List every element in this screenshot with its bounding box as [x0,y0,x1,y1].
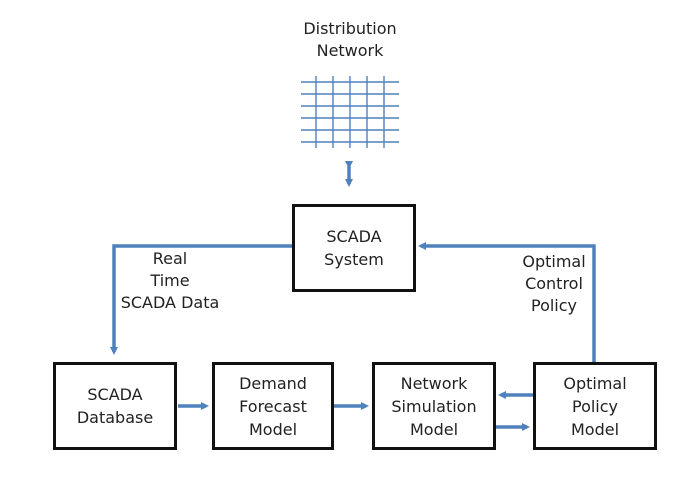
control-policy-line-2: Control [525,274,583,293]
scada-database-line-2: Database [76,408,154,427]
network-simulation-line-3: Model [409,419,459,439]
arrow-system-to-database [110,244,295,355]
optimal-policy-line-1: Optimal [563,373,627,393]
connector-arrows [110,161,596,431]
distribution-network-label: Distribution Network [280,18,420,62]
distribution-network-grid-icon [301,76,399,148]
optimal-policy-line-2: Policy [571,396,619,416]
distribution-network-line-1: Distribution [303,19,397,38]
real-time-line-1: Real [152,249,188,268]
arrow-policy-to-system [418,242,596,362]
real-time-line-2: Time [150,271,190,290]
scada-system-line-1: SCADA [326,227,382,246]
demand-forecast-line-3: Model [248,419,298,439]
demand-forecast-line-1: Demand [239,373,307,393]
scada-system-box: SCADA System [292,204,416,292]
optimal-control-policy-label: Optimal Control Policy [502,251,606,317]
real-time-data-label: Real Time SCADA Data [112,248,228,314]
control-policy-line-3: Policy [530,296,578,315]
scada-database-box: SCADA Database [53,362,177,450]
real-time-line-3: SCADA Data [120,293,220,312]
network-simulation-line-1: Network [400,373,468,393]
control-policy-line-1: Optimal [522,252,586,271]
network-simulation-model-box: Network Simulation Model [372,362,496,450]
demand-forecast-model-box: Demand Forecast Model [212,362,334,450]
scada-database-line-1: SCADA [87,385,143,404]
optimal-policy-line-3: Model [570,419,620,439]
network-simulation-line-2: Simulation [391,396,477,416]
optimal-policy-model-box: Optimal Policy Model [533,362,657,450]
demand-forecast-line-2: Forecast [239,396,307,416]
distribution-network-line-2: Network [316,41,384,60]
scada-system-line-2: System [324,250,384,269]
